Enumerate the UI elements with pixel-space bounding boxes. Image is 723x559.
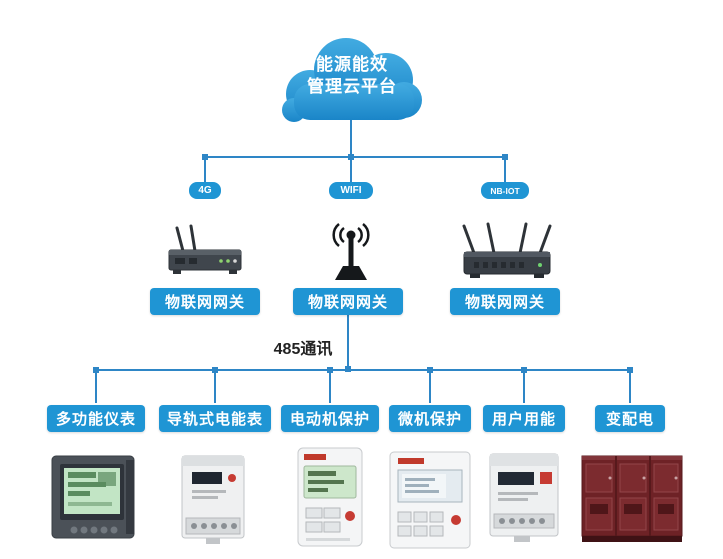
drop-line-nbiot — [504, 158, 506, 182]
din-rail-meter-icon — [181, 455, 245, 544]
gateway-label-nbiot: 物联网网关 — [450, 288, 560, 315]
junction-node — [348, 154, 354, 160]
device-label-din-rail-meter: 导轨式电能表 — [159, 405, 271, 432]
drop-line-device-3 — [329, 371, 331, 403]
device-label-microcomputer-protection: 微机保护 — [389, 405, 471, 432]
junction-node — [521, 367, 527, 373]
drop-line-device-2 — [214, 371, 216, 403]
junction-node — [202, 154, 208, 160]
badge-nbiot: NB-IOT — [481, 182, 529, 199]
gateway-label-4g: 物联网网关 — [150, 288, 260, 315]
multifunction-meter-icon — [51, 455, 135, 539]
junction-node — [212, 367, 218, 373]
drop-line-device-6 — [629, 371, 631, 403]
cloud-title-line2: 管理云平台 — [307, 77, 397, 96]
drop-line-device-5 — [523, 371, 525, 403]
user-energy-meter-icon — [489, 453, 559, 542]
gateway-label-wifi: 物联网网关 — [293, 288, 403, 315]
badge-4g: 4G — [189, 182, 221, 199]
rs485-stem-line — [347, 315, 349, 370]
junction-node — [345, 366, 351, 372]
motor-protection-icon — [297, 447, 363, 547]
rs485-bus-line — [94, 369, 632, 371]
cloud-stem-line — [350, 118, 352, 158]
device-label-power-distribution: 变配电 — [595, 405, 665, 432]
microcomputer-protection-icon — [389, 451, 471, 549]
junction-node — [93, 367, 99, 373]
device-label-user-energy: 用户用能 — [483, 405, 565, 432]
cloud-title: 能源能效 管理云平台 — [272, 54, 432, 98]
junction-node — [427, 367, 433, 373]
drop-line-device-4 — [429, 371, 431, 403]
power-cabinet-icon — [581, 455, 683, 542]
drop-line-device-1 — [95, 371, 97, 403]
router-4g-icon — [168, 224, 242, 274]
drop-line-wifi — [350, 158, 352, 182]
device-label-motor-protection: 电动机保护 — [281, 405, 379, 432]
drop-line-4g — [204, 158, 206, 182]
router-nbiot-icon — [462, 222, 552, 278]
junction-node — [502, 154, 508, 160]
gateway-branch-line — [204, 156, 507, 158]
wifi-antenna-icon — [332, 223, 370, 280]
cloud-icon — [282, 38, 422, 122]
junction-node — [627, 367, 633, 373]
cloud-platform: 能源能效 管理云平台 — [272, 28, 432, 130]
badge-wifi: WIFI — [329, 182, 373, 199]
device-label-multifunction-meter: 多功能仪表 — [47, 405, 145, 432]
rs485-bus-label: 485通讯 — [273, 341, 333, 358]
junction-node — [327, 367, 333, 373]
cloud-title-line1: 能源能效 — [316, 55, 388, 74]
